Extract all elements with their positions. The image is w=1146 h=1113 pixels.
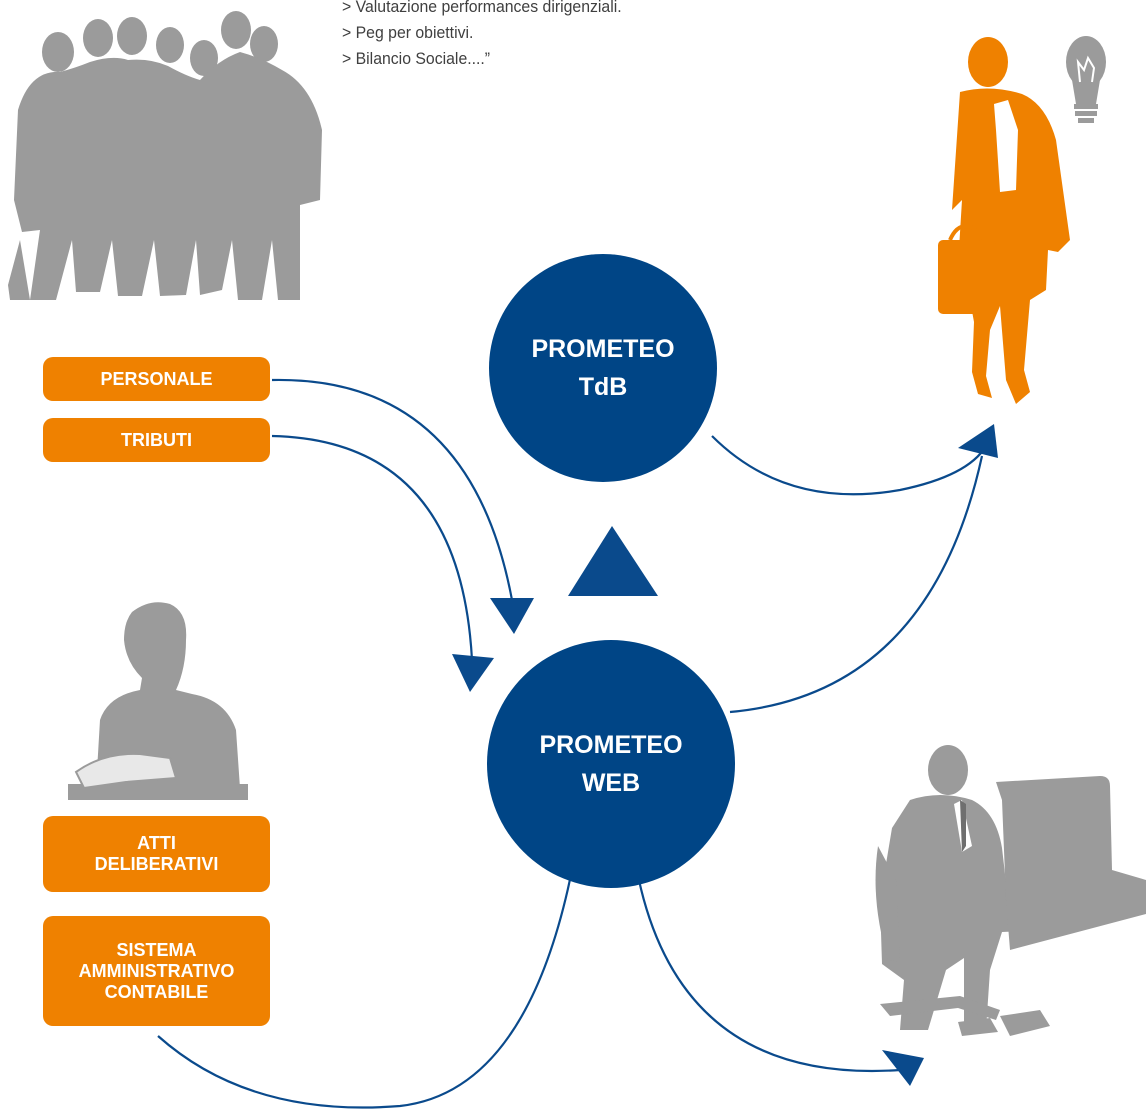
module-label: ATTI — [137, 833, 176, 853]
module-label: DELIBERATIVI — [94, 854, 219, 874]
arrowhead-executive — [958, 424, 998, 458]
operator-silhouette — [875, 745, 1146, 1036]
arrowhead-tributi — [452, 654, 494, 692]
module-personale: PERSONALE — [43, 357, 270, 401]
executive-silhouette — [938, 36, 1106, 404]
quote-text: > Valutazione performances dirigenziali.… — [342, 0, 788, 72]
tdb-upward-triangle — [568, 526, 658, 596]
quote-line: > Peg per obiettivi. — [342, 23, 474, 42]
module-sistema-amministrativo-contabile: SISTEMA AMMINISTRATIVO CONTABILE — [43, 916, 270, 1026]
arrow-contabile-to-web — [157, 739, 592, 1109]
quote-line: > Valutazione performances dirigenziali. — [342, 0, 622, 16]
module-label: CONTABILE — [104, 981, 209, 1002]
arrowhead-operator — [882, 1050, 924, 1086]
arrowhead-personale — [490, 598, 534, 634]
module-label: SISTEMA — [116, 939, 197, 960]
module-atti-deliberativi: ATTI DELIBERATIVI — [43, 816, 270, 892]
flow-arrows — [157, 378, 987, 1109]
module-label: PERSONALE — [100, 368, 213, 389]
arrow-web-to-executive — [729, 455, 984, 714]
team-silhouette — [8, 11, 322, 300]
lightbulb-icon — [1066, 36, 1106, 123]
hub-prometeo-web: PROMETEO WEB — [487, 640, 735, 888]
hub-label: TdB — [578, 373, 628, 401]
hub-prometeo-tdb: PROMETEO TdB — [489, 254, 717, 482]
module-tributi: TRIBUTI — [43, 418, 270, 462]
clerk-silhouette — [68, 602, 248, 800]
arrow-personale-to-web — [271, 378, 514, 601]
arrow-web-to-operator — [630, 839, 901, 1073]
hub-label: PROMETEO — [531, 335, 675, 363]
hub-label: PROMETEO — [539, 731, 683, 759]
quote-line: > Bilancio Sociale....” — [342, 49, 491, 68]
arrow-tdb-to-executive — [711, 435, 987, 496]
module-label: AMMINISTRATIVO — [78, 960, 235, 981]
arrow-tributi-to-web — [271, 434, 474, 661]
module-label: TRIBUTI — [121, 429, 192, 450]
hub-label: WEB — [581, 769, 641, 797]
